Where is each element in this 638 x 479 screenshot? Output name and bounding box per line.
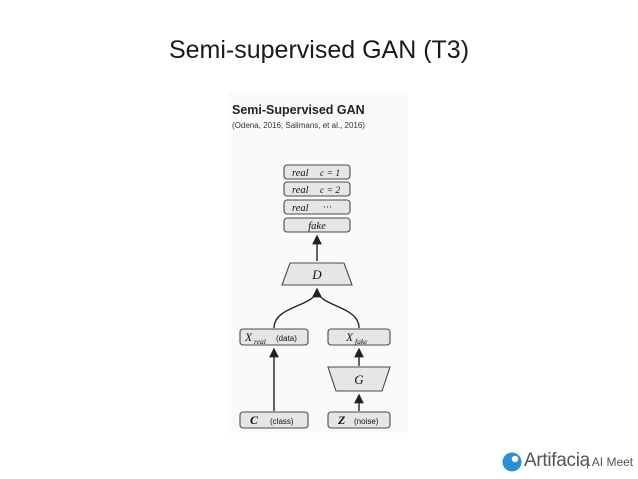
x-real-box: X real (data) [239, 328, 309, 346]
brand: Artifacia | AI Meet [502, 450, 633, 474]
discriminator-block: D [281, 262, 353, 286]
generator-label: G [354, 372, 364, 387]
brand-suffix: | AI Meet [586, 455, 634, 469]
class-input-box: C (class) [239, 411, 309, 429]
output-real-c2-label: real [292, 185, 309, 196]
output-real-c2-sub: c = 2 [320, 186, 340, 196]
x-real-symbol: X [244, 332, 253, 344]
arrow-xfake-to-d [316, 288, 360, 329]
figure-title: Semi-Supervised GAN [232, 103, 365, 117]
x-real-note: (data) [276, 334, 297, 343]
x-fake-symbol: X [345, 332, 354, 344]
output-real-c1-label: real [292, 168, 309, 179]
arrow-xreal-to-d [273, 287, 322, 329]
figure-citation: (Odena, 2016; Salimans, et al., 2016) [232, 121, 365, 130]
artifacia-logo-icon [502, 452, 522, 472]
x-real-subscript: real [254, 337, 266, 346]
output-real-more: real ··· [283, 199, 351, 215]
noise-input-symbol: Z [337, 413, 346, 427]
output-real-c1-sub: c = 1 [320, 169, 340, 179]
output-fake-label: fake [308, 221, 326, 232]
class-input-symbol: C [250, 413, 259, 427]
x-fake-box: X fake [327, 328, 391, 346]
discriminator-label: D [311, 267, 322, 282]
output-real-c2: real c = 2 [283, 181, 351, 197]
output-fake: fake [283, 217, 351, 233]
gan-figure: Semi-Supervised GAN (Odena, 2016; Salima… [228, 93, 408, 433]
noise-input-box: Z (noise) [327, 411, 391, 429]
output-real-more-label: real [292, 203, 309, 214]
brand-name: Artifacia [524, 450, 590, 471]
generator-block: G [327, 366, 391, 392]
class-input-note: (class) [270, 417, 294, 426]
gan-diagram: real c = 1 real c = 2 real ··· fake D [239, 164, 391, 429]
output-real-c1: real c = 1 [283, 164, 351, 180]
x-fake-subscript: fake [355, 337, 368, 346]
slide-title: Semi-supervised GAN (T3) [168, 36, 470, 64]
noise-input-note: (noise) [354, 417, 379, 426]
output-real-more-sub: ··· [323, 202, 332, 212]
